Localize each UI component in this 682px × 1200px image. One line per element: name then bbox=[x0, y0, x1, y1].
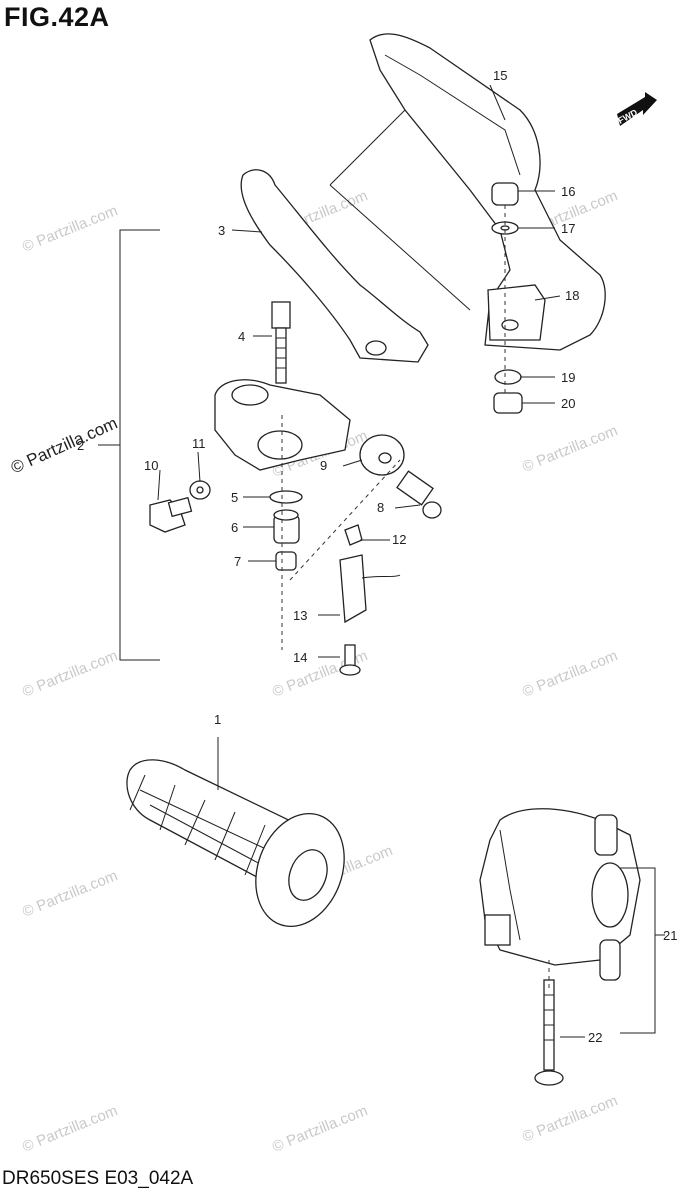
callout-8: 8 bbox=[377, 500, 384, 515]
callout-15: 15 bbox=[493, 68, 507, 83]
spacer-part-16 bbox=[491, 182, 519, 206]
callout-labels: 1 2 3 4 5 6 7 8 9 10 11 12 13 14 15 16 1… bbox=[77, 68, 677, 1045]
leader-lines bbox=[157, 84, 585, 1038]
clutch-lever-part bbox=[240, 169, 429, 363]
callout-3: 3 bbox=[218, 223, 225, 238]
callout-20: 20 bbox=[561, 396, 575, 411]
callout-9: 9 bbox=[320, 458, 327, 473]
washer-part-17 bbox=[491, 221, 519, 235]
callout-4: 4 bbox=[238, 329, 245, 344]
callout-21: 21 bbox=[663, 928, 677, 943]
callout-19: 19 bbox=[561, 370, 575, 385]
callout-16: 16 bbox=[561, 184, 575, 199]
callout-12: 12 bbox=[392, 532, 406, 547]
callout-2: 2 bbox=[77, 438, 84, 453]
handlebar-switch-part bbox=[479, 808, 641, 981]
clip-part-12 bbox=[344, 524, 363, 546]
callout-10: 10 bbox=[144, 458, 158, 473]
hand-guard-part bbox=[329, 33, 606, 351]
bolt-part-10 bbox=[149, 496, 193, 533]
cable-adjuster-part bbox=[359, 434, 405, 476]
callout-18: 18 bbox=[565, 288, 579, 303]
grip-part bbox=[126, 759, 345, 928]
screw-part-8 bbox=[396, 470, 442, 519]
callout-13: 13 bbox=[293, 608, 307, 623]
figure-title: FIG.42A bbox=[4, 2, 110, 32]
screw-part-14 bbox=[339, 644, 361, 676]
nut-part-20 bbox=[493, 392, 523, 414]
washer-part-11 bbox=[189, 480, 211, 500]
switch-part-13 bbox=[339, 554, 401, 624]
bushing-part-7 bbox=[275, 551, 297, 571]
callout-11: 11 bbox=[192, 436, 206, 451]
callout-7: 7 bbox=[234, 554, 241, 569]
screw-part-22 bbox=[534, 979, 564, 1086]
callout-22: 22 bbox=[588, 1030, 602, 1045]
assembly-bracket bbox=[98, 229, 160, 661]
bracket-part-18 bbox=[487, 284, 546, 341]
assembly-bracket-21 bbox=[620, 867, 665, 1034]
callout-5: 5 bbox=[231, 490, 238, 505]
callout-17: 17 bbox=[561, 221, 575, 236]
callout-14: 14 bbox=[293, 650, 307, 665]
washer-part-19 bbox=[494, 369, 522, 385]
callout-1: 1 bbox=[214, 712, 221, 727]
washer-part-5 bbox=[269, 490, 303, 504]
adjuster-bolt-part bbox=[271, 301, 291, 384]
callout-6: 6 bbox=[231, 520, 238, 535]
fwd-arrow-icon: FWD bbox=[616, 92, 657, 126]
diagram-code: DR650SES E03_042A bbox=[2, 1168, 194, 1189]
collar-part-6 bbox=[273, 509, 300, 544]
